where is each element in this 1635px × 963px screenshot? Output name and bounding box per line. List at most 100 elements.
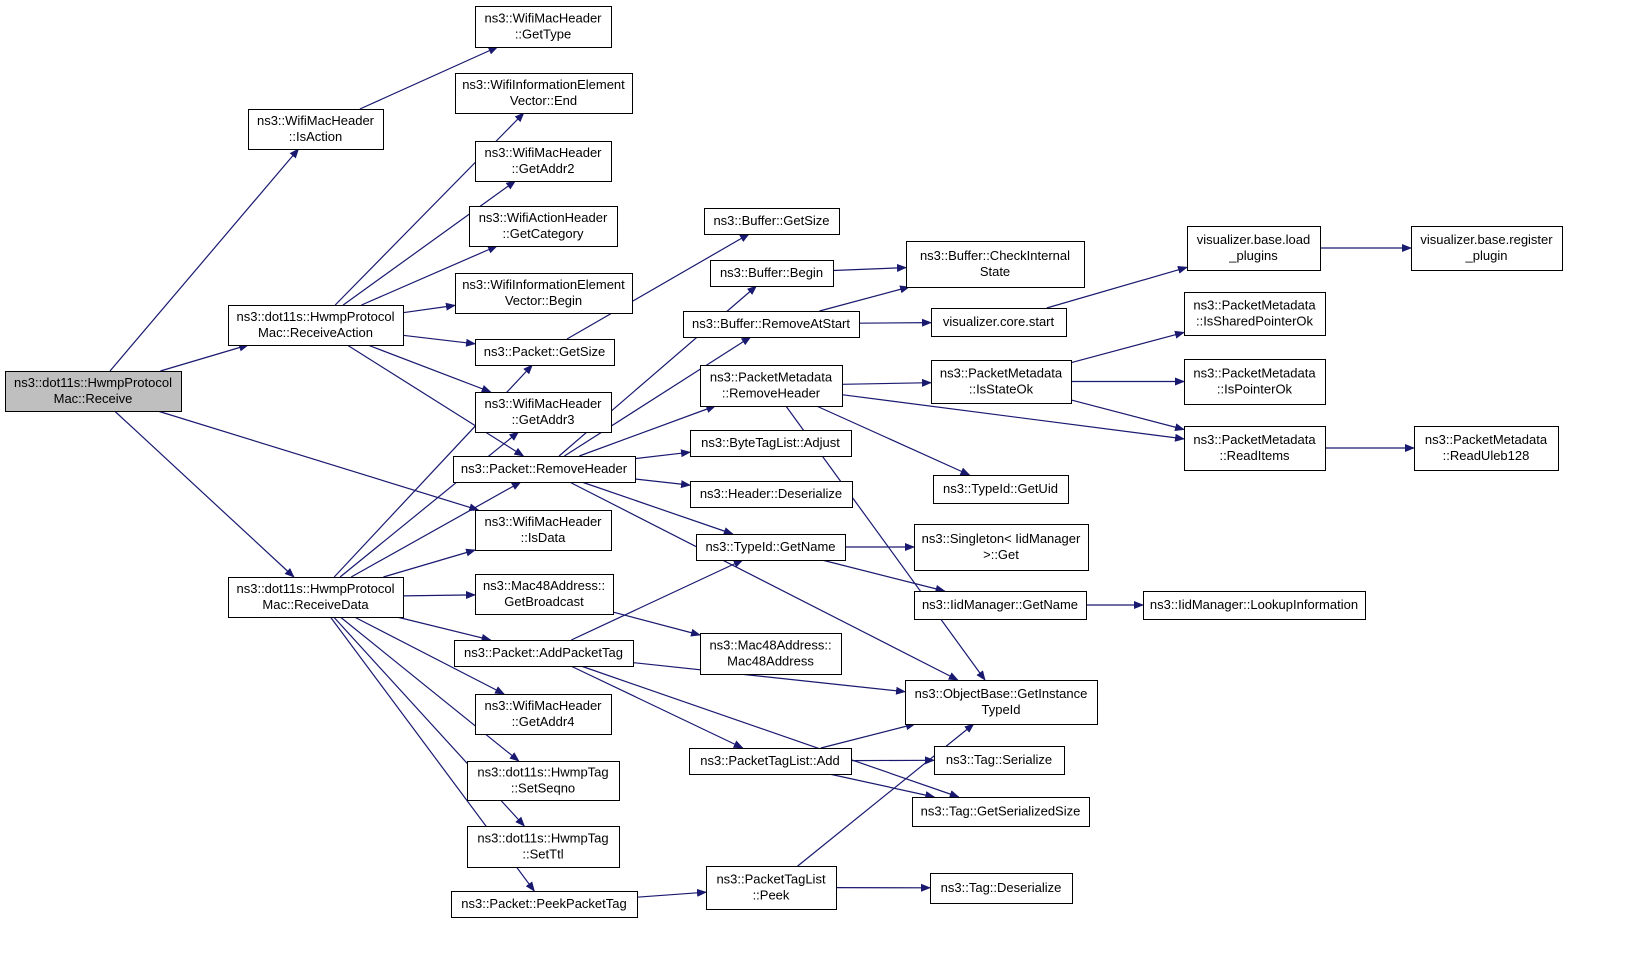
node-label-line: ns3::IidManager::LookupInformation — [1150, 597, 1358, 612]
node-remove-header[interactable]: ns3::Packet::RemoveHeader — [453, 456, 636, 483]
node-box — [906, 241, 1085, 288]
edge-pkt-get-size-to-buf-get-size — [566, 233, 750, 340]
node-buf-remove-at-start[interactable]: ns3::Buffer::RemoveAtStart — [683, 311, 860, 338]
edge-receive-to-is-action — [109, 148, 300, 372]
node-ptl-add[interactable]: ns3::PacketTagList::Add — [689, 748, 852, 775]
edge-is-action-to-get-type — [359, 46, 499, 110]
node-label-line: ns3::Packet::AddPacketTag — [464, 645, 623, 660]
edge-add-packet-tag-to-tag-get-serialized-size — [580, 665, 960, 798]
node-set-seqno[interactable]: ns3::dot11s::HwmpTag::SetSeqno — [467, 761, 620, 801]
node-box — [467, 826, 620, 868]
node-pm-is-state-ok[interactable]: ns3::PacketMetadata::IsStateOk — [931, 360, 1072, 404]
node-get-category[interactable]: ns3::WifiActionHeader::GetCategory — [469, 206, 618, 247]
node-tag-deserialize[interactable]: ns3::Tag::Deserialize — [930, 873, 1073, 904]
node-label-line: ::IsData — [521, 530, 567, 545]
edge-pm-remove-header-to-pm-is-state-ok — [841, 378, 932, 387]
node-label-line: ::IsPointerOk — [1217, 382, 1293, 397]
node-layer: ns3::dot11s::HwmpProtocolMac::Receivens3… — [5, 6, 1563, 918]
node-pm-is-shared-pointer-ok[interactable]: ns3::PacketMetadata::IsSharedPointerOk — [1184, 292, 1326, 336]
node-btl-adjust[interactable]: ns3::ByteTagList::Adjust — [690, 430, 852, 457]
node-label-line: ns3::WifiMacHeader — [484, 145, 602, 160]
node-label-line: ns3::dot11s::HwmpProtocol — [237, 309, 395, 324]
edge-remove-header-to-type-id-get-name — [581, 481, 734, 535]
node-box — [914, 524, 1089, 571]
node-pm-read-items[interactable]: ns3::PacketMetadata::ReadItems — [1184, 426, 1326, 471]
node-tag-serialize[interactable]: ns3::Tag::Serialize — [934, 746, 1065, 775]
node-label-line: visualizer.base.load — [1197, 232, 1310, 247]
node-label-line: ::IsAction — [289, 129, 342, 144]
node-hdr-deserialize[interactable]: ns3::Header::Deserialize — [690, 481, 853, 508]
node-iid-get-name[interactable]: ns3::IidManager::GetName — [914, 591, 1087, 620]
node-label-line: TypeId — [981, 702, 1020, 717]
node-label-line: ::GetCategory — [503, 226, 584, 241]
node-label-line: Vector::End — [510, 93, 577, 108]
node-box — [683, 311, 860, 338]
node-label-line: ns3::ObjectBase::GetInstance — [915, 686, 1088, 701]
node-pm-remove-header[interactable]: ns3::PacketMetadata::RemoveHeader — [700, 365, 843, 407]
node-tag-get-serialized-size[interactable]: ns3::Tag::GetSerializedSize — [912, 797, 1090, 827]
node-label-line: Vector::Begin — [505, 293, 582, 308]
node-viz-load-plugins[interactable]: visualizer.base.load_plugins — [1187, 226, 1321, 271]
edge-receive-data-to-add-packet-tag — [396, 616, 492, 642]
node-label-line: ns3::WifiActionHeader — [479, 210, 608, 225]
edge-receive-action-to-remove-header — [346, 344, 525, 457]
node-pm-is-pointer-ok[interactable]: ns3::PacketMetadata::IsPointerOk — [1184, 359, 1326, 405]
node-type-id-get-name[interactable]: ns3::TypeId::GetName — [696, 534, 846, 561]
node-box — [475, 510, 612, 551]
node-box — [475, 339, 615, 366]
node-receive-action[interactable]: ns3::dot11s::HwmpProtocolMac::ReceiveAct… — [228, 305, 404, 346]
node-get-addr2[interactable]: ns3::WifiMacHeader::GetAddr2 — [475, 141, 612, 182]
node-label-line: ns3::PacketMetadata — [1193, 432, 1316, 447]
node-peek-packet-tag[interactable]: ns3::Packet::PeekPacketTag — [451, 891, 638, 918]
edge-receive-action-to-ive-begin — [402, 302, 456, 314]
node-pm-read-uleb128[interactable]: ns3::PacketMetadata::ReadUleb128 — [1414, 426, 1559, 471]
edge-pm-is-state-ok-to-pm-is-shared-pointer-ok — [1070, 330, 1185, 364]
node-viz-core-start[interactable]: visualizer.core.start — [931, 308, 1067, 337]
node-box — [905, 680, 1098, 725]
edge-add-packet-tag-to-obj-get-instance-type-id — [632, 662, 906, 695]
node-label-line: ns3::dot11s::HwmpTag — [477, 765, 608, 780]
node-iid-lookup-information[interactable]: ns3::IidManager::LookupInformation — [1143, 591, 1366, 620]
node-type-id-get-uid[interactable]: ns3::TypeId::GetUid — [933, 475, 1069, 504]
node-label-line: ns3::PacketMetadata — [1193, 366, 1316, 381]
node-box — [912, 797, 1090, 827]
edge-viz-core-start-to-viz-load-plugins — [1046, 265, 1188, 309]
node-receive-data[interactable]: ns3::dot11s::HwmpProtocolMac::ReceiveDat… — [228, 577, 404, 618]
node-label-line: ns3::Mac48Address:: — [709, 638, 831, 653]
node-label-line: ns3::dot11s::HwmpProtocol — [14, 375, 172, 390]
node-is-data[interactable]: ns3::WifiMacHeader::IsData — [475, 510, 612, 551]
node-label-line: ::IsSharedPointerOk — [1196, 314, 1314, 329]
node-mac48-address[interactable]: ns3::Mac48Address::Mac48Address — [700, 633, 842, 675]
node-box — [475, 694, 612, 735]
node-label-line: ns3::TypeId::GetUid — [943, 481, 1058, 496]
edge-ptl-add-to-tag-get-serialized-size — [829, 773, 936, 799]
node-box — [689, 748, 852, 775]
node-box — [453, 456, 636, 483]
node-set-ttl[interactable]: ns3::dot11s::HwmpTag::SetTtl — [467, 826, 620, 868]
node-pkt-get-size[interactable]: ns3::Packet::GetSize — [475, 339, 615, 366]
node-buf-begin[interactable]: ns3::Buffer::Begin — [710, 260, 834, 287]
node-label-line: ::Peek — [753, 888, 790, 903]
node-singleton-get[interactable]: ns3::Singleton< IidManager>::Get — [914, 524, 1089, 571]
node-ptl-peek[interactable]: ns3::PacketTagList::Peek — [706, 866, 837, 910]
node-is-action[interactable]: ns3::WifiMacHeader::IsAction — [248, 109, 384, 150]
node-box — [228, 577, 404, 618]
node-label-line: ::ReadItems — [1219, 448, 1290, 463]
node-get-addr3[interactable]: ns3::WifiMacHeader::GetAddr3 — [475, 392, 612, 433]
node-get-addr4[interactable]: ns3::WifiMacHeader::GetAddr4 — [475, 694, 612, 735]
edge-buf-begin-to-buf-check-internal — [832, 263, 907, 272]
node-box — [1184, 359, 1326, 405]
node-get-type[interactable]: ns3::WifiMacHeader::GetType — [475, 6, 612, 48]
node-add-packet-tag[interactable]: ns3::Packet::AddPacketTag — [454, 640, 634, 667]
edge-remove-header-to-hdr-deserialize — [634, 478, 691, 489]
node-get-broadcast[interactable]: ns3::Mac48Address::GetBroadcast — [475, 574, 614, 615]
node-label-line: ns3::Singleton< IidManager — [922, 531, 1081, 546]
node-viz-register-plugin[interactable]: visualizer.base.register_plugin — [1411, 226, 1563, 271]
node-buf-get-size[interactable]: ns3::Buffer::GetSize — [704, 208, 840, 235]
